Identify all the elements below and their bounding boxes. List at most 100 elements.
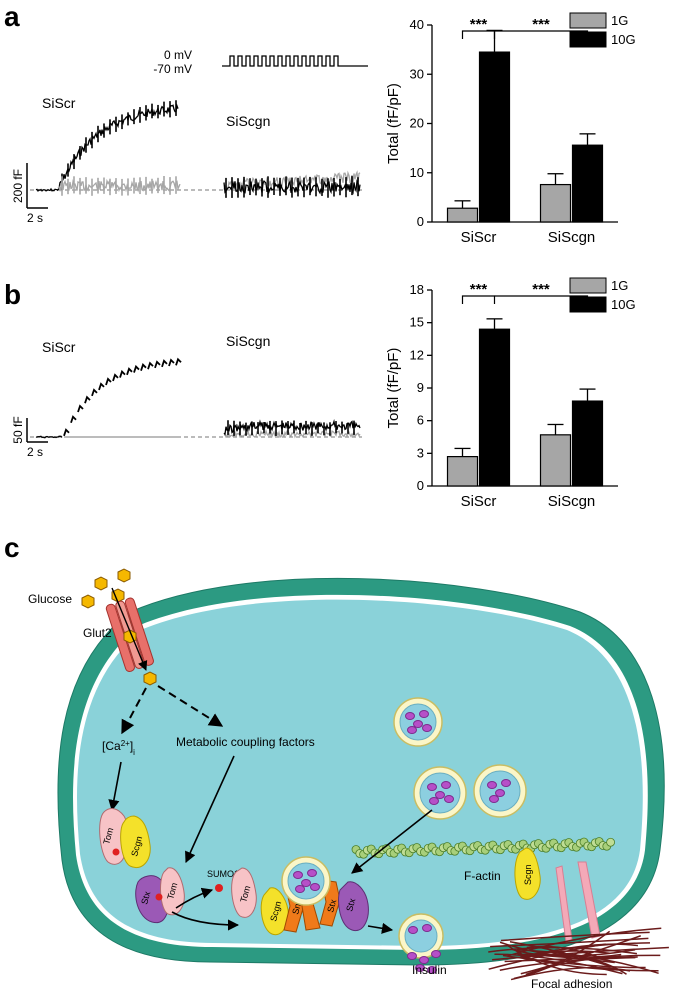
arrow-metabolic-to-stx — [185, 755, 235, 864]
trace-pulse — [126, 367, 133, 376]
sumo-ion-icon — [155, 893, 163, 901]
bar — [446, 207, 479, 223]
insulin-molecule-icon — [407, 952, 417, 960]
focal-adhesion-fibres — [488, 927, 669, 981]
panel-letter-b: b — [4, 279, 21, 310]
trace-label-siscr-b: SiScr — [42, 339, 76, 355]
trace-pulse — [98, 382, 105, 391]
adhesion-fibre — [499, 941, 622, 958]
y-axis-title: Total (fF/pF) — [385, 83, 402, 164]
x-category-label: SiScgn — [548, 229, 596, 246]
trace-pulse — [154, 360, 161, 369]
y-tick-label: 9 — [417, 380, 424, 395]
adhesion-fibre — [516, 949, 659, 975]
stx-tom-complex: Stx Tom — [135, 867, 185, 924]
legend-label: 10G — [611, 297, 636, 312]
trace-pulse — [63, 428, 70, 437]
adhesion-fibre — [526, 945, 608, 962]
panel-letter-a: a — [4, 1, 20, 32]
trace-pulse — [168, 358, 175, 367]
trace-black-baseline — [35, 435, 63, 439]
trace-black-baseline — [35, 187, 59, 192]
trace-pulse — [140, 363, 147, 371]
legend-label: 10G — [611, 32, 636, 47]
adhesion-fibre — [499, 956, 636, 972]
free-tom: Tom — [231, 867, 257, 918]
adhesion-fibre — [526, 942, 650, 957]
y-tick-label: 18 — [410, 282, 424, 297]
insulin-molecule-icon — [310, 883, 320, 891]
trace-label-siscr-a: SiScr — [42, 95, 76, 111]
glut2-label: Glut2 — [83, 626, 112, 640]
panel-letter-c: c — [4, 532, 20, 563]
arrow-ca-to-tom — [108, 761, 122, 812]
glucose-molecules — [81, 568, 157, 686]
trace-pulse — [133, 364, 140, 373]
arrow-to-exocytosis — [367, 922, 394, 934]
arrow-granule-to-membrane — [351, 809, 433, 874]
insulin-molecule-icon — [431, 950, 441, 958]
scalebar-x-label-a: 2 s — [27, 211, 43, 225]
trace-pulse — [112, 373, 119, 382]
actin-monomer — [606, 837, 615, 847]
trace-pulse — [119, 369, 126, 378]
insulin-granules — [281, 697, 527, 974]
insulin-molecule-icon — [422, 924, 432, 932]
y-tick-label: 6 — [417, 413, 424, 428]
insulin-molecule-icon — [301, 879, 311, 887]
insulin-molecule-icon — [307, 869, 317, 877]
voltage-protocol-trace — [222, 55, 368, 67]
y-tick-label: 12 — [410, 347, 424, 362]
insulin-molecule-icon — [295, 885, 305, 893]
trace-black-siscr — [57, 103, 179, 191]
y-axis-title: Total (fF/pF) — [385, 348, 402, 429]
adhesion-fibre — [506, 927, 662, 957]
glucose-icon — [81, 594, 95, 609]
f-actin-filament — [351, 837, 615, 859]
sumo1-icon — [215, 884, 223, 892]
arrow-to-sumo — [175, 887, 214, 909]
significance-label: *** — [470, 16, 488, 33]
insulin-molecule-icon — [435, 791, 445, 799]
insulin-molecule-icon — [407, 726, 417, 734]
y-tick-label: 20 — [410, 116, 424, 131]
glucose-icon — [111, 588, 125, 603]
bar — [539, 183, 572, 223]
insulin-molecule-icon — [427, 966, 437, 974]
protocol-label-top: 0 mV — [164, 48, 192, 62]
tom-label: Tom — [165, 881, 179, 900]
legend-swatch — [569, 12, 607, 29]
calcium-label: [Ca2+]i — [102, 739, 135, 757]
insulin-molecule-icon — [413, 720, 423, 728]
metabolic-coupling-label: Metabolic coupling factors — [176, 735, 315, 749]
significance-label: *** — [470, 281, 488, 298]
insulin-molecule-icon — [501, 779, 511, 787]
y-tick-label: 15 — [410, 315, 424, 330]
trace-pulse — [175, 357, 182, 366]
adhesion-fibre — [520, 935, 641, 975]
glucose-label: Glucose — [28, 592, 72, 606]
scgn-on-actin: Scgn — [514, 847, 541, 900]
y-tick-label: 3 — [417, 445, 424, 460]
y-tick-label: 40 — [410, 17, 424, 32]
insulin-molecule-icon — [408, 926, 418, 934]
protocol-label-bottom: -70 mV — [153, 62, 192, 76]
insulin-molecule-icon — [495, 789, 505, 797]
insulin-molecule-icon — [419, 710, 429, 718]
adhesion-fibre — [500, 931, 650, 942]
y-tick-label: 0 — [417, 214, 424, 229]
insulin-molecule-icon — [419, 956, 429, 964]
bar — [571, 400, 604, 487]
insulin-label: Insulin — [412, 963, 447, 977]
significance-bracket — [461, 30, 496, 39]
trace-pulse — [84, 395, 91, 404]
trace-pulse — [161, 359, 168, 368]
insulin-molecule-icon — [441, 781, 451, 789]
legend-swatch — [569, 296, 607, 313]
x-category-label: SiScgn — [548, 493, 596, 510]
scgn-label: Scgn — [523, 864, 533, 885]
bar — [478, 51, 511, 223]
insulin-molecule-icon — [422, 724, 432, 732]
